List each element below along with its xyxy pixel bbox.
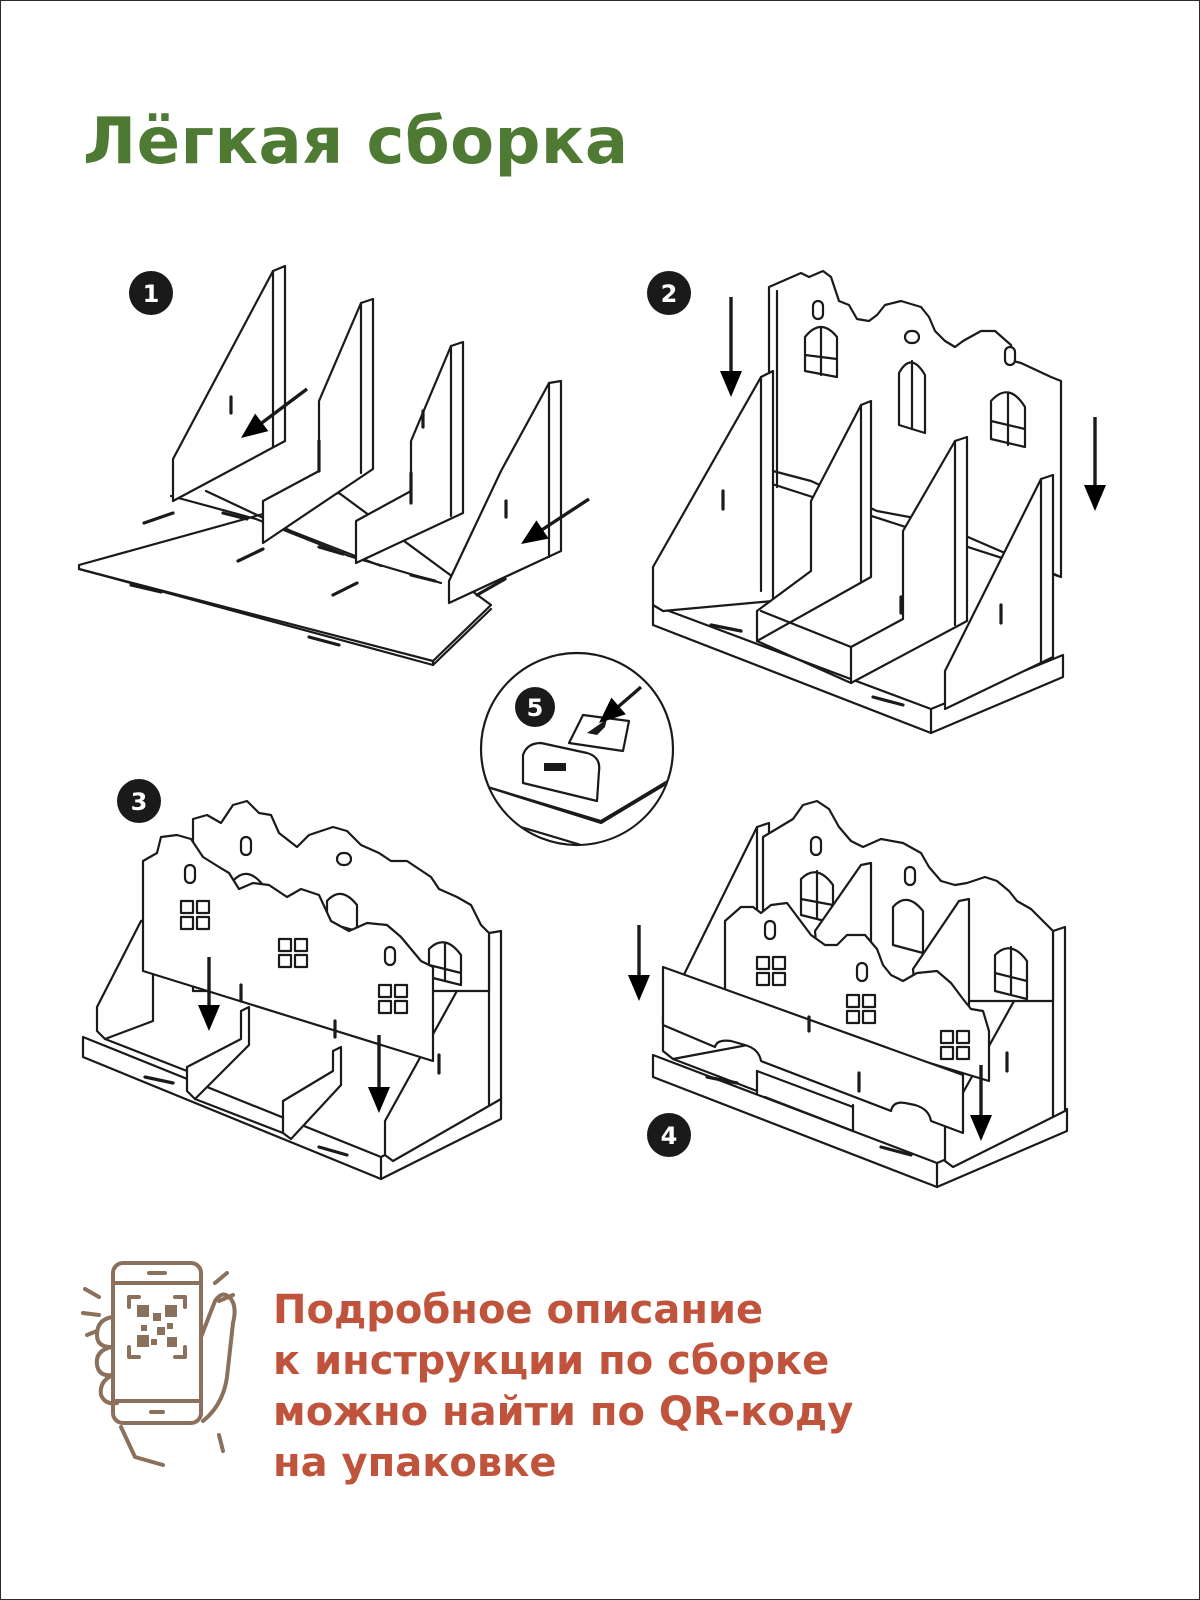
step-badge-3: 3 — [117, 779, 161, 823]
info-line-3-prefix: можно найти по — [273, 1389, 659, 1435]
info-line-1: Подробное описание — [273, 1287, 764, 1333]
phone-qr-hand-icon — [81, 1261, 237, 1467]
svg-text:4: 4 — [661, 1122, 678, 1150]
step-5-detail-illustration — [479, 651, 675, 847]
svg-text:1: 1 — [143, 280, 160, 308]
step-badge-1: 1 — [129, 271, 173, 315]
step-badge-2: 2 — [647, 271, 691, 315]
step-4-illustration — [628, 799, 1069, 1189]
svg-text:2: 2 — [661, 280, 678, 308]
qr-code-emphasis: QR-коду — [658, 1389, 854, 1435]
step-badge-4: 4 — [647, 1113, 691, 1157]
info-line-2: к инструкции по сборке — [273, 1338, 830, 1384]
page-title: Лёгкая сборка — [83, 105, 629, 179]
info-line-4: на упаковке — [273, 1440, 557, 1486]
qr-instructions-note: Подробное описание к инструкции по сборк… — [273, 1285, 853, 1489]
step-badge-5: 5 — [515, 687, 555, 727]
step-3-illustration — [81, 799, 503, 1181]
info-line-3: можно найти по QR-коду — [273, 1387, 853, 1438]
step-2-illustration — [651, 269, 1106, 735]
step-1-illustration — [77, 264, 590, 667]
svg-text:5: 5 — [527, 694, 544, 722]
svg-text:3: 3 — [131, 788, 148, 816]
